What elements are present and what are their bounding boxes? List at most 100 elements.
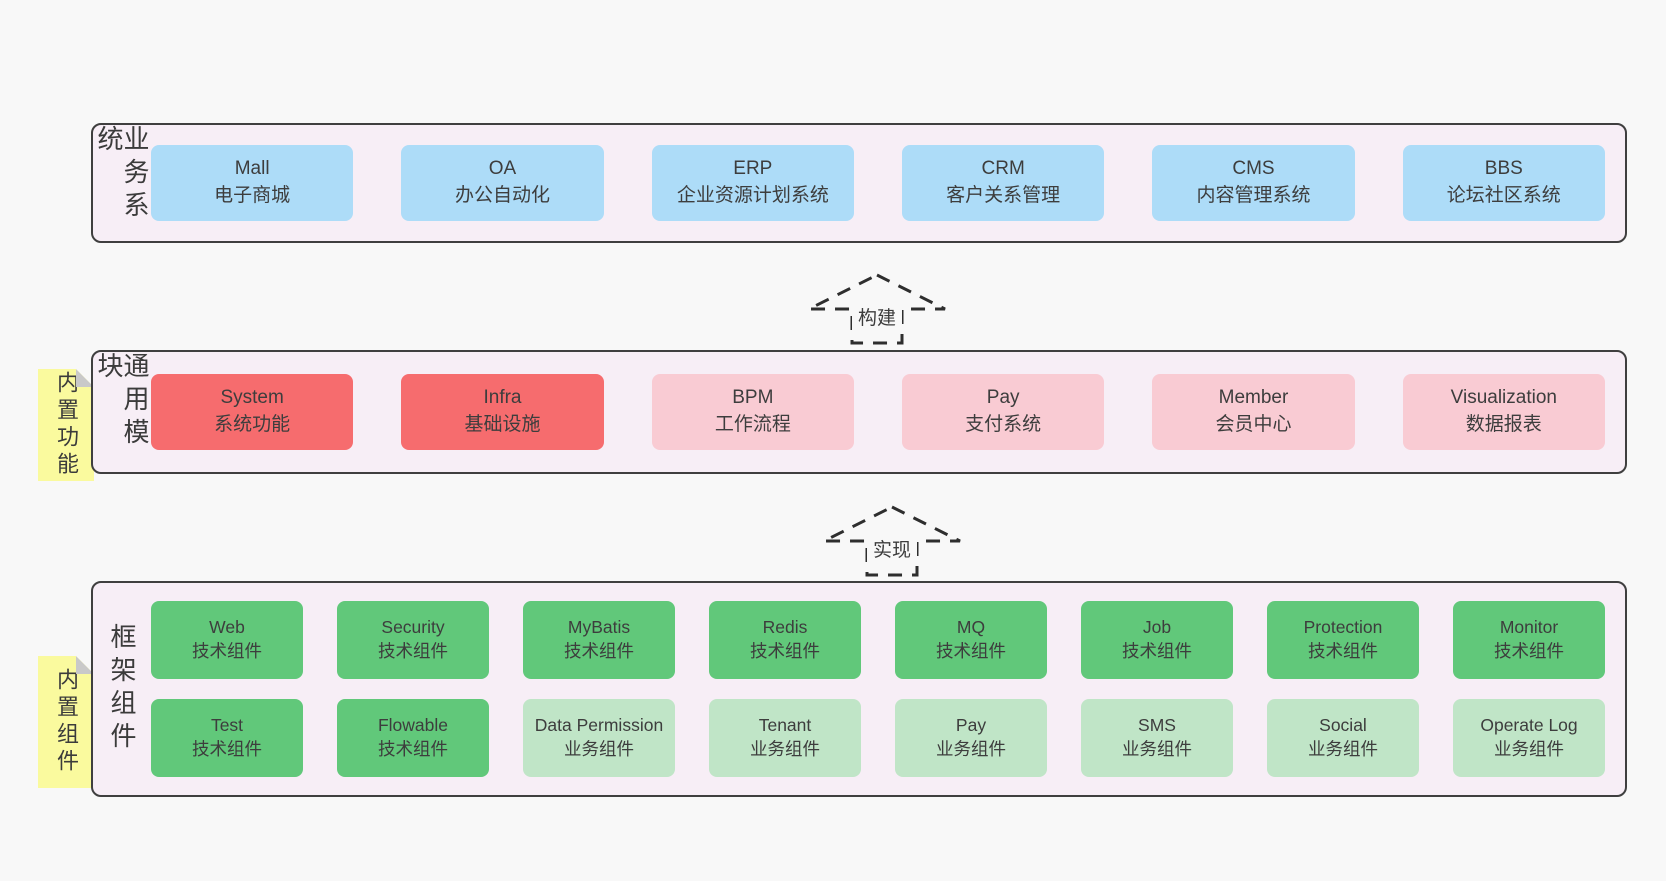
framework-components-layer: 框架组件 Web 技术组件 Security 技术组件 MyBatis 技术组件…: [91, 581, 1627, 797]
components-layer-side-label: 框架组件: [107, 623, 137, 755]
components-boxes-grid: Web 技术组件 Security 技术组件 MyBatis 技术组件 Redi…: [151, 601, 1625, 777]
box-bbs: BBS 论坛社区系统: [1402, 145, 1605, 221]
box-subtitle: 技术组件: [1308, 641, 1378, 661]
box-pay-module: Pay 支付系统: [901, 374, 1105, 450]
box-title: Test: [210, 715, 244, 736]
box-title: Social: [1319, 715, 1367, 736]
modules-layer-side-label: 通用模块: [94, 352, 150, 451]
box-tenant: Tenant 业务组件: [709, 699, 861, 777]
box-title: Data Permission: [534, 715, 664, 736]
box-title: CRM: [981, 158, 1025, 180]
box-crm: CRM 客户关系管理: [901, 145, 1105, 221]
box-subtitle: 工作流程: [714, 414, 791, 435]
box-title: Tenant: [758, 715, 812, 736]
box-data-permission: Data Permission 业务组件: [523, 699, 675, 777]
dashed-up-arrow-icon: 构建: [808, 273, 946, 345]
box-title: BPM: [732, 387, 774, 409]
box-title: Pay: [986, 387, 1020, 409]
box-title: Member: [1218, 387, 1289, 409]
box-monitor: Monitor 技术组件: [1453, 601, 1605, 679]
business-layer-side-label: 业务系统: [94, 125, 150, 224]
box-title: Operate Log: [1480, 715, 1578, 736]
box-subtitle: 技术组件: [378, 641, 448, 661]
box-social: Social 业务组件: [1267, 699, 1419, 777]
box-subtitle: 业务组件: [564, 739, 634, 759]
box-title: Job: [1142, 617, 1172, 638]
box-title: Flowable: [377, 715, 449, 736]
box-system: System 系统功能: [151, 374, 354, 450]
box-bpm: BPM 工作流程: [651, 374, 854, 450]
box-visualization: Visualization 数据报表: [1402, 374, 1605, 450]
sticky-label: 内置组件: [54, 668, 79, 776]
dashed-up-arrow-icon: 实现: [823, 505, 961, 577]
box-title: Protection: [1303, 617, 1383, 638]
box-title: MyBatis: [567, 617, 631, 638]
box-mq: MQ 技术组件: [895, 601, 1047, 679]
box-subtitle: 技术组件: [192, 641, 262, 661]
box-subtitle: 电子商城: [214, 185, 291, 206]
box-erp: ERP 企业资源计划系统: [651, 145, 854, 221]
sticky-label: 内置功能: [54, 371, 79, 479]
common-modules-layer: 通用模块 System 系统功能 Infra 基础设施 BPM 工作流程 Pay…: [91, 350, 1627, 474]
box-title: Pay: [955, 715, 987, 736]
build-arrow: 构建: [806, 272, 948, 346]
box-title: SMS: [1138, 715, 1176, 736]
box-pay-component: Pay 业务组件: [895, 699, 1047, 777]
box-subtitle: 内容管理系统: [1196, 185, 1311, 206]
box-oa: OA 办公自动化: [401, 145, 604, 221]
business-boxes-row: Mall 电子商城 OA 办公自动化 ERP 企业资源计划系统 CRM 客户关系…: [151, 145, 1625, 221]
box-subtitle: 业务组件: [750, 739, 820, 759]
box-subtitle: 业务组件: [936, 739, 1006, 759]
box-subtitle: 基础设施: [464, 414, 541, 435]
box-subtitle: 技术组件: [192, 739, 262, 759]
sticky-note-builtin-components: 内置组件: [38, 656, 94, 788]
box-subtitle: 技术组件: [1494, 641, 1564, 661]
box-job: Job 技术组件: [1081, 601, 1233, 679]
box-subtitle: 办公自动化: [454, 185, 550, 206]
box-web: Web 技术组件: [151, 601, 303, 679]
box-title: Monitor: [1499, 617, 1559, 638]
box-cms: CMS 内容管理系统: [1152, 145, 1355, 221]
box-subtitle: 数据报表: [1465, 414, 1542, 435]
box-flowable: Flowable 技术组件: [337, 699, 489, 777]
box-subtitle: 会员中心: [1215, 414, 1292, 435]
box-title: Visualization: [1450, 387, 1557, 409]
box-subtitle: 技术组件: [564, 641, 634, 661]
box-title: Web: [209, 617, 245, 638]
box-subtitle: 业务组件: [1122, 739, 1192, 759]
box-operate-log: Operate Log 业务组件: [1453, 699, 1605, 777]
box-subtitle: 客户关系管理: [946, 185, 1061, 206]
box-title: Redis: [762, 617, 808, 638]
box-title: ERP: [733, 158, 773, 180]
build-arrow-label: 构建: [858, 307, 896, 329]
box-subtitle: 支付系统: [965, 414, 1042, 435]
box-test: Test 技术组件: [151, 699, 303, 777]
box-subtitle: 企业资源计划系统: [676, 185, 829, 206]
box-title: MQ: [956, 617, 986, 638]
box-subtitle: 技术组件: [750, 641, 820, 661]
box-subtitle: 论坛社区系统: [1446, 185, 1561, 206]
box-title: Mall: [234, 158, 270, 180]
box-subtitle: 业务组件: [1308, 739, 1378, 759]
implement-arrow-label: 实现: [873, 539, 911, 561]
box-title: Security: [381, 617, 445, 638]
box-subtitle: 技术组件: [378, 739, 448, 759]
box-mall: Mall 电子商城: [151, 145, 354, 221]
sticky-note-builtin-features: 内置功能: [38, 369, 94, 481]
implement-arrow: 实现: [821, 504, 963, 578]
box-sms: SMS 业务组件: [1081, 699, 1233, 777]
box-title: System: [220, 387, 284, 409]
box-security: Security 技术组件: [337, 601, 489, 679]
box-subtitle: 技术组件: [1122, 641, 1192, 661]
business-systems-layer: 业务系统 Mall 电子商城 OA 办公自动化 ERP 企业资源计划系统 CRM…: [91, 123, 1627, 243]
box-title: OA: [488, 158, 517, 180]
box-member: Member 会员中心: [1152, 374, 1355, 450]
box-protection: Protection 技术组件: [1267, 601, 1419, 679]
box-mybatis: MyBatis 技术组件: [523, 601, 675, 679]
box-title: BBS: [1484, 158, 1523, 180]
box-title: CMS: [1232, 158, 1275, 180]
box-infra: Infra 基础设施: [401, 374, 604, 450]
box-title: Infra: [483, 387, 522, 409]
modules-boxes-row: System 系统功能 Infra 基础设施 BPM 工作流程 Pay 支付系统…: [151, 374, 1625, 450]
box-subtitle: 技术组件: [936, 641, 1006, 661]
